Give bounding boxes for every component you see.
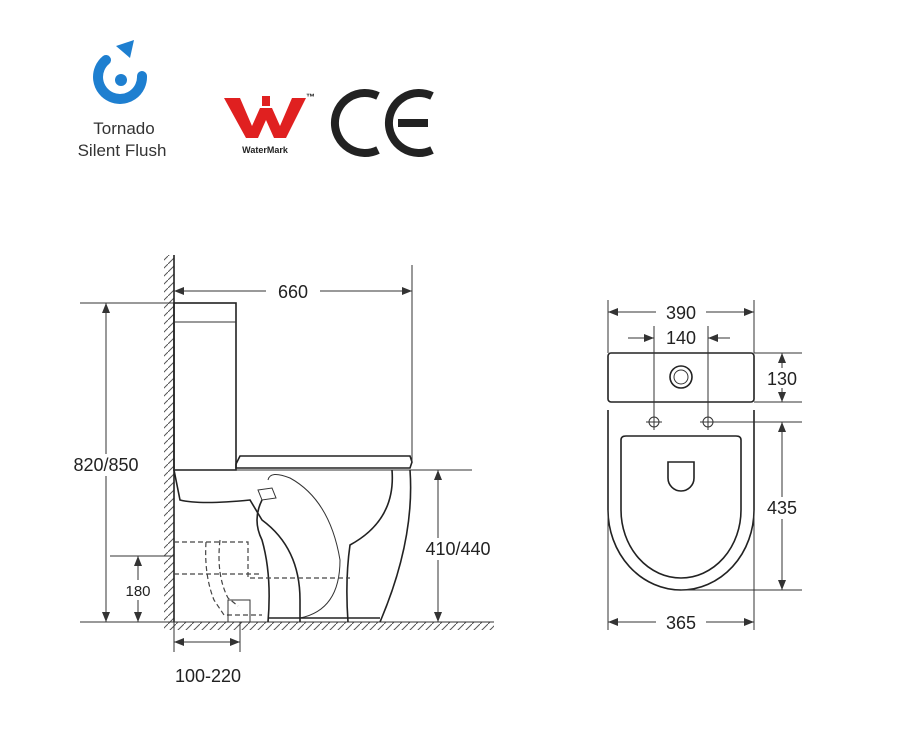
tornado-swirl-icon (93, 40, 147, 104)
bowl-front (379, 469, 412, 623)
wall-hatch (164, 255, 174, 622)
outlet-hole (667, 461, 695, 492)
dim-tank-depth-label: 130 (767, 369, 797, 389)
bowl-outer (607, 410, 755, 591)
tornado-line1: Tornado (93, 119, 154, 138)
dim-outlet-label: 180 (125, 583, 150, 600)
dim-bowl-depth-label: 435 (767, 498, 797, 518)
dim-seat-height-label: 410/440 (425, 539, 490, 559)
top-view: 390 140 130 435 365 (607, 300, 802, 633)
seat-outline (235, 455, 413, 469)
watermark-tm: ™ (306, 92, 315, 102)
dim-depth-label: 660 (278, 282, 308, 302)
watermark-logo: ™ WaterMark (224, 92, 315, 155)
dim-bowl-width-label: 365 (666, 613, 696, 633)
cistern-outline (173, 302, 237, 471)
dim-tank-width-label: 390 (666, 303, 696, 323)
floor-hatch (164, 622, 494, 630)
cistern-top (607, 352, 755, 403)
side-view: 660 820/850 410/440 180 100-220 (58, 255, 498, 686)
tornado-line2: Silent Flush (78, 141, 167, 160)
tornado-logo: Tornado Silent Flush (78, 40, 167, 160)
dim-set-out-label: 100-220 (175, 666, 241, 686)
watermark-w-icon (224, 96, 306, 138)
ce-logo: CE (331, 89, 434, 157)
dim-hole-spacing-label: 140 (666, 328, 696, 348)
trap-outline (346, 469, 394, 623)
bowl-inner (620, 435, 742, 579)
flush-button-icon (669, 365, 693, 389)
watermark-label: WaterMark (242, 145, 289, 155)
dim-height-label: 820/850 (73, 455, 138, 475)
